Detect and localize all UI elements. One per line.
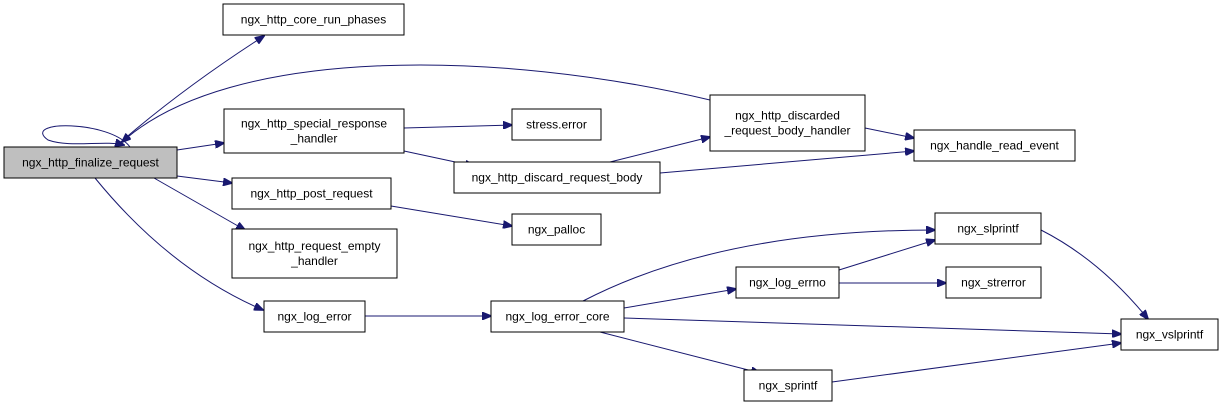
node-label: ngx_http_special_response	[241, 117, 387, 131]
node-box	[735, 266, 840, 299]
edge-discarded_handler-to-finalize	[122, 64, 711, 142]
edge-discard_body-to-discarded_handler	[609, 137, 710, 163]
node-log-errno[interactable]: ngx_log_errno	[735, 266, 840, 299]
node-box	[231, 228, 398, 279]
node-label: ngx_strerror	[961, 276, 1026, 290]
edge-slprintf-to-vslprintf	[1040, 229, 1148, 319]
node-label: ngx_http_discard_request_body	[472, 171, 643, 185]
edge-log_error_core-to-slprintf	[582, 230, 935, 302]
node-box	[490, 300, 625, 333]
node-box	[945, 266, 1042, 299]
node-box	[743, 369, 833, 402]
node-discard-body[interactable]: ngx_http_discard_request_body	[453, 161, 661, 194]
node-vslprintf[interactable]: ngx_vslprintf	[1120, 318, 1219, 351]
edge-line	[623, 317, 1121, 334]
edge-line	[623, 289, 736, 309]
node-label: ngx_palloc	[528, 223, 585, 237]
node-finalize[interactable]: ngx_http_finalize_request	[3, 146, 178, 179]
node-label: ngx_log_error_core	[505, 310, 609, 324]
node-box	[1120, 318, 1219, 351]
node-box	[511, 108, 602, 141]
edge-log_error_core-to-log_errno	[623, 289, 736, 309]
edge-line	[176, 143, 224, 151]
node-read-event[interactable]: ngx_handle_read_event	[913, 129, 1076, 162]
node-run-phases[interactable]: ngx_http_core_run_phases	[222, 3, 405, 36]
node-label: _request_body_handler	[723, 124, 850, 138]
node-label: _handler	[290, 254, 338, 268]
edge-line	[94, 177, 263, 310]
edge-line	[153, 177, 245, 230]
node-label: ngx_http_core_run_phases	[241, 13, 386, 27]
node-palloc[interactable]: ngx_palloc	[511, 213, 602, 246]
edge-finalize-to-log_error	[94, 177, 263, 310]
node-box	[223, 108, 405, 154]
node-box	[453, 161, 661, 194]
edge-finalize-to-finalize	[42, 125, 131, 148]
node-discarded-handler[interactable]: ngx_http_discarded_request_body_handler	[709, 94, 866, 152]
node-box	[511, 213, 602, 246]
node-box	[934, 212, 1042, 245]
edge-finalize-to-special_response	[176, 143, 224, 151]
edge-finalize-to-request_empty	[153, 177, 245, 230]
edge-line	[838, 240, 935, 271]
node-post-request[interactable]: ngx_http_post_request	[231, 177, 392, 210]
edge-discarded_handler-to-read_event	[864, 127, 914, 138]
edge-log_error_core-to-vslprintf	[623, 317, 1121, 334]
edge-special_response-to-stress_error	[403, 125, 512, 128]
node-box	[3, 146, 178, 179]
node-box	[913, 129, 1076, 162]
edge-line	[42, 125, 131, 148]
edge-log_errno-to-slprintf	[838, 240, 935, 271]
node-log-error[interactable]: ngx_log_error	[263, 300, 366, 333]
node-strerror[interactable]: ngx_strerror	[945, 266, 1042, 299]
edge-line	[122, 64, 711, 142]
nodes-layer: ngx_http_finalize_request ngx_http_core_r…	[3, 3, 1219, 402]
edge-line	[609, 137, 710, 163]
edge-line	[582, 230, 935, 302]
edge-line	[1040, 229, 1148, 319]
node-label: ngx_log_error	[277, 310, 351, 324]
node-label: ngx_http_post_request	[250, 187, 373, 201]
edge-sprintf-to-vslprintf	[831, 343, 1121, 383]
edge-line	[864, 127, 914, 138]
node-label: ngx_log_errno	[749, 276, 826, 290]
edges-layer	[42, 36, 1148, 383]
node-label: ngx_http_request_empty	[248, 239, 380, 253]
node-label: ngx_vslprintf	[1136, 328, 1204, 342]
edge-finalize-to-post_request	[176, 175, 232, 183]
node-label: ngx_http_discarded	[735, 109, 840, 123]
node-box	[222, 3, 405, 36]
node-special-response[interactable]: ngx_http_special_response_handler	[223, 108, 405, 154]
node-label: ngx_sprintf	[759, 379, 818, 393]
node-label: ngx_slprintf	[957, 222, 1019, 236]
node-sprintf[interactable]: ngx_sprintf	[743, 369, 833, 402]
node-label: ngx_handle_read_event	[930, 139, 1059, 153]
edge-line	[403, 125, 512, 128]
node-log-error-core[interactable]: ngx_log_error_core	[490, 300, 625, 333]
edge-line	[390, 205, 512, 226]
node-box	[263, 300, 366, 333]
edge-line	[599, 331, 760, 373]
edge-discard_body-to-read_event	[659, 151, 914, 174]
node-label: _handler	[290, 132, 338, 146]
node-request-empty[interactable]: ngx_http_request_empty_handler	[231, 228, 398, 279]
edge-log_error_core-to-sprintf	[599, 331, 760, 373]
edge-line	[831, 343, 1121, 383]
edge-line	[176, 175, 232, 183]
node-box	[709, 94, 866, 152]
node-label: stress.error	[526, 118, 587, 132]
edge-post_request-to-palloc	[390, 205, 512, 226]
node-label: ngx_http_finalize_request	[22, 156, 159, 170]
node-slprintf[interactable]: ngx_slprintf	[934, 212, 1042, 245]
node-stress-error[interactable]: stress.error	[511, 108, 602, 141]
edge-line	[659, 151, 914, 174]
node-box	[231, 177, 392, 210]
